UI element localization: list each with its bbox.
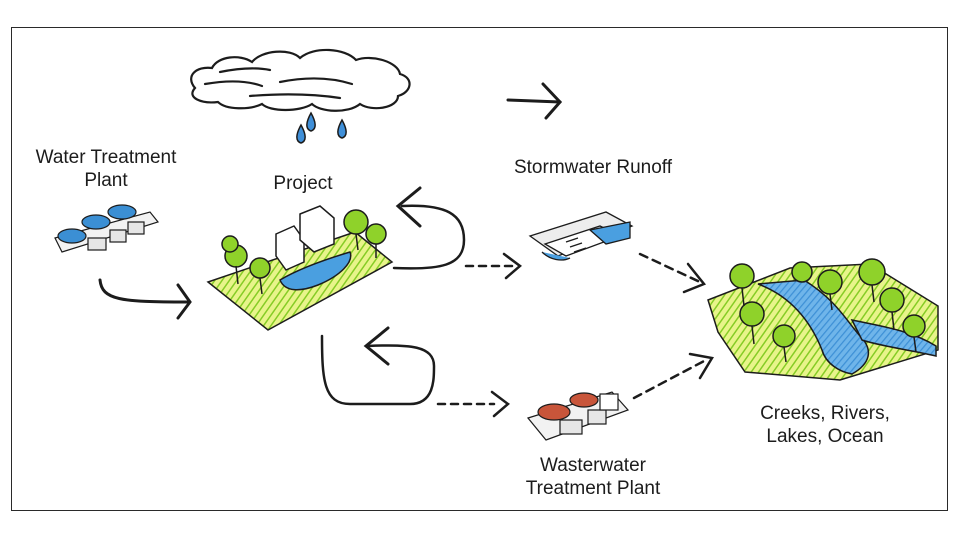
label-line: Wasterwater [540,455,646,476]
wastewater-plant-icon [526,391,630,441]
raindrop-icon [337,118,347,139]
stormwater-loop-arrow-icon [392,186,522,280]
wastewater-treatment-plant-label: Wasterwater Treatment Plant [488,454,698,500]
arrow-right-icon [506,82,563,120]
stormwater-inlet-icon [528,211,634,261]
raindrop-icons [296,111,347,144]
dashed-arrow-icon [632,352,715,400]
arrow-curve-icon [98,278,192,320]
label-line: Creeks, Rivers, [760,403,890,424]
label-line: Water Treatment [35,147,177,168]
river-landscape-icon [707,258,939,381]
water-treatment-plant-label: Water Treatment Plant [12,146,200,192]
label-line: Plant [84,170,128,191]
water-treatment-plant-icon [54,204,160,253]
label-line: Treatment Plant [525,478,661,499]
raindrop-icon [306,111,316,132]
stormwater-runoff-label: Stormwater Runoff [513,157,673,178]
raindrop-icon [296,123,306,144]
rain-cloud-icon [190,48,411,112]
project-site-icon [206,205,394,331]
water-bodies-label: Creeks, Rivers, Lakes, Ocean [740,402,910,448]
wastewater-loop-arrow-icon [320,326,510,418]
label-line: Lakes, Ocean [766,426,884,447]
project-label: Project [273,173,333,194]
dashed-arrow-icon [638,252,707,294]
